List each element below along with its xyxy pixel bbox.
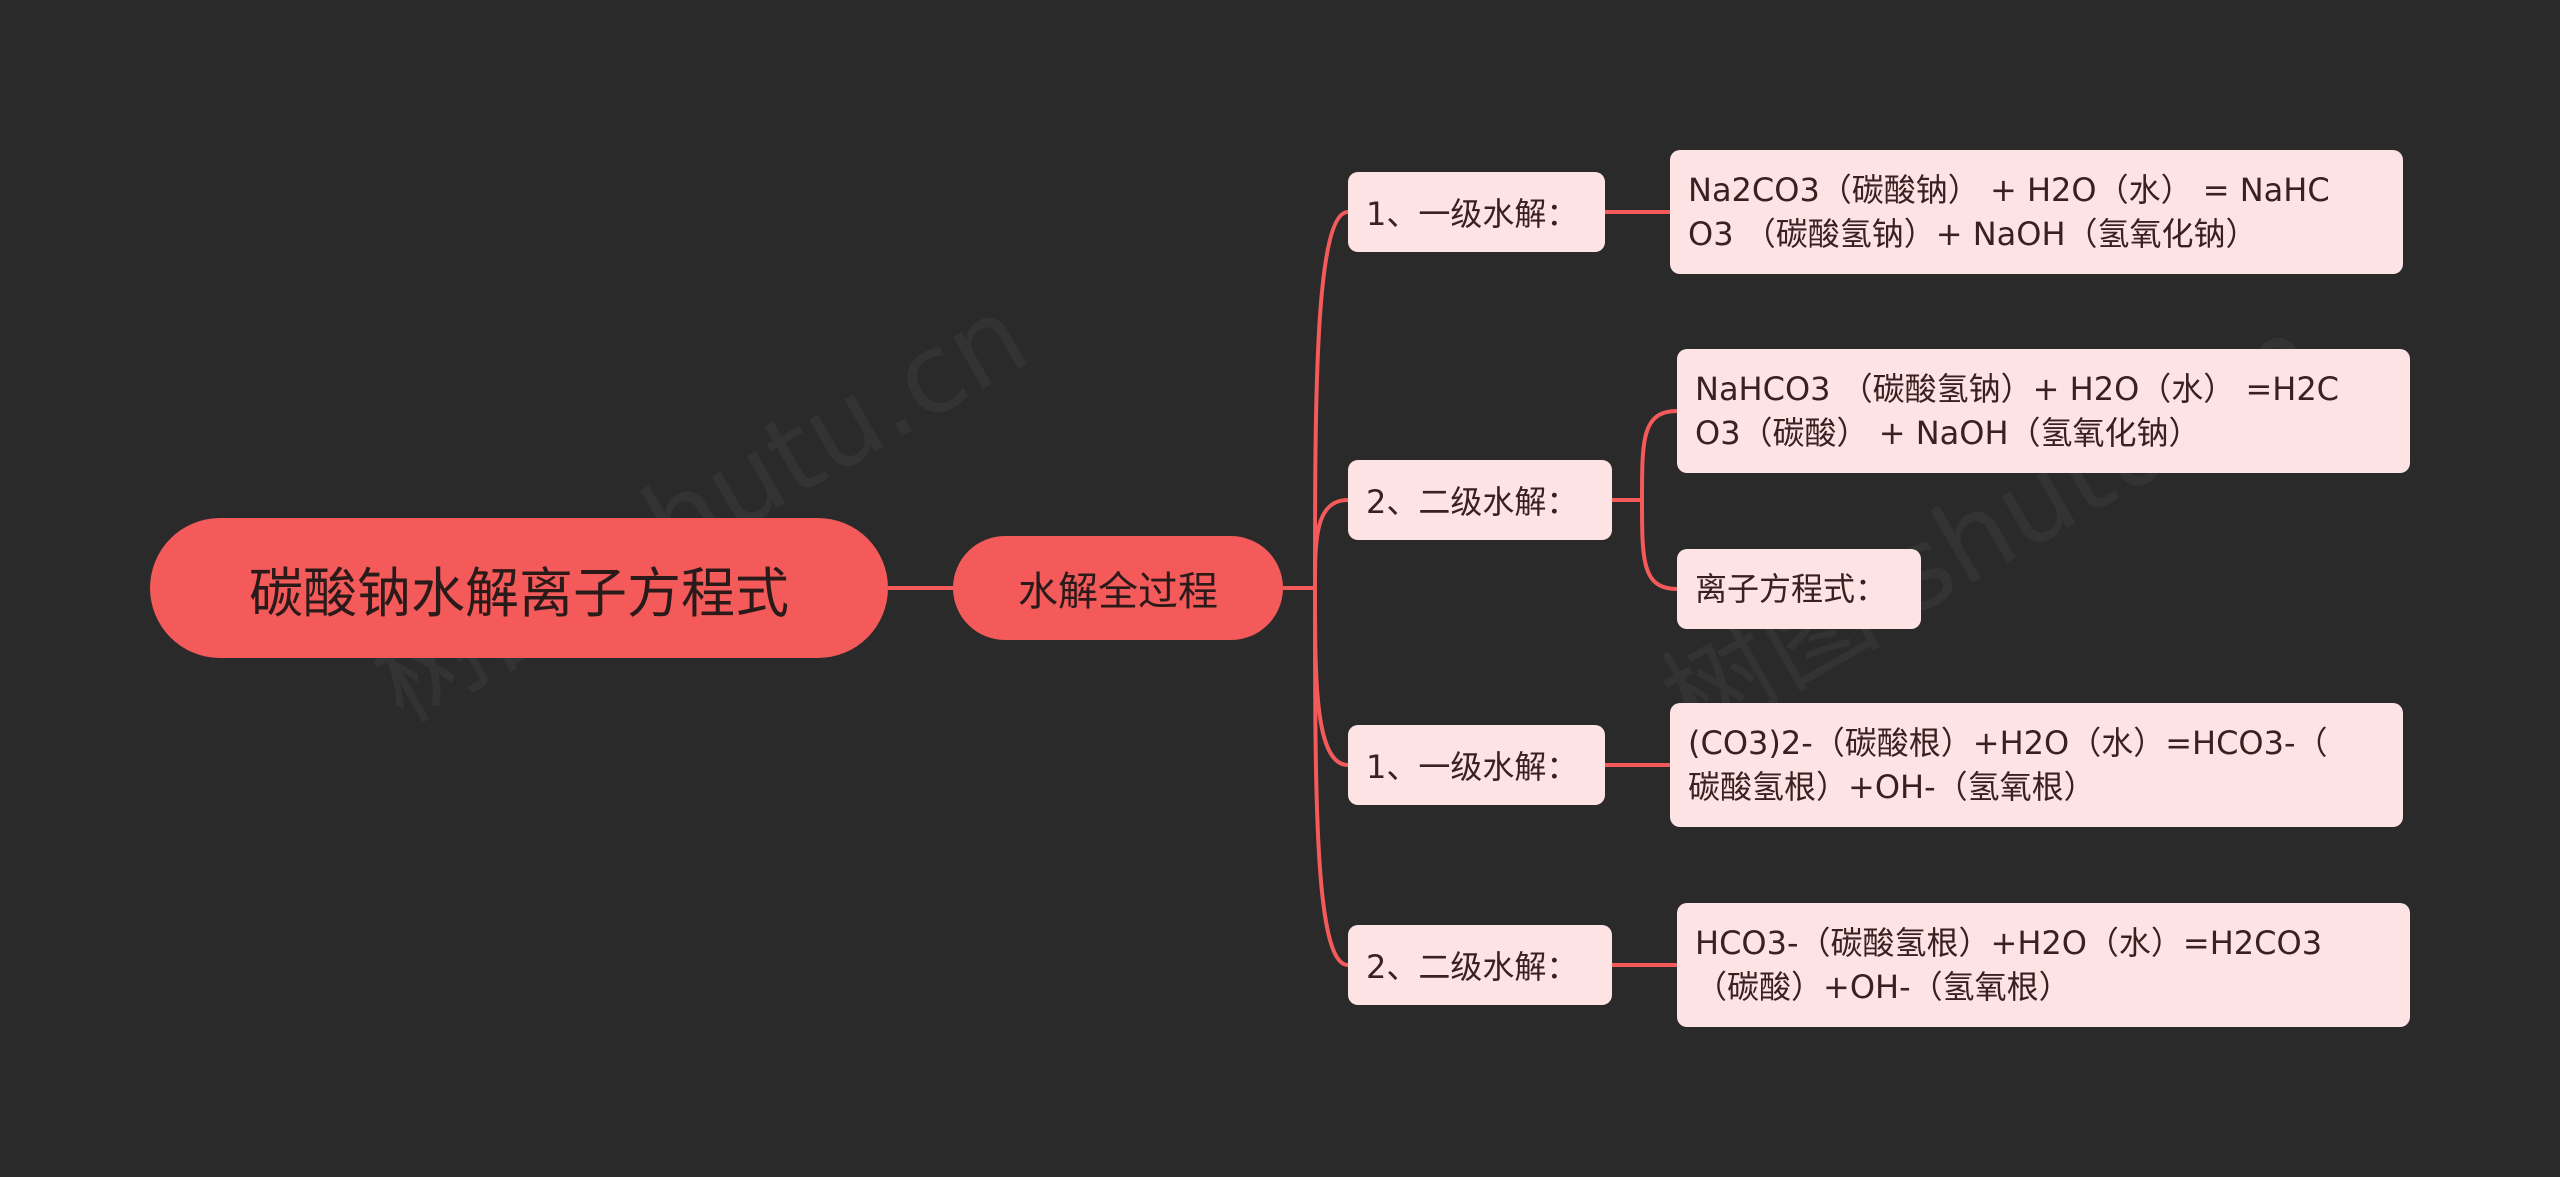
leaf-node[interactable]: 离子方程式： — [1677, 549, 1921, 629]
leaf-line: Na2CO3（碳酸钠） + H2O（水） = NaHC — [1688, 171, 2330, 209]
leaf-node[interactable]: (CO3)2-（碳酸根）+H2O（水）=HCO3-（ 碳酸氢根）+OH-（氢氧根… — [1670, 703, 2403, 827]
branch-label: 1、一级水解： — [1366, 195, 1579, 233]
link-trunk-b3 — [1313, 587, 1349, 767]
link-b2-leaf1 — [1612, 409, 1678, 502]
branch-node[interactable]: 1、一级水解： — [1348, 172, 1605, 252]
link-trunk-b4 — [1313, 587, 1349, 967]
branch-label: 1、一级水解： — [1366, 748, 1579, 786]
link-trunk-b2 — [1313, 498, 1349, 589]
link-trunk-b1 — [1313, 210, 1349, 589]
center-node[interactable]: 水解全过程 — [953, 536, 1283, 640]
leaf-node[interactable]: Na2CO3（碳酸钠） + H2O（水） = NaHC O3 （碳酸氢钠）+ N… — [1670, 150, 2403, 274]
leaf-node[interactable]: NaHCO3 （碳酸氢钠）+ H2O（水） =H2C O3（碳酸） + NaOH… — [1677, 349, 2410, 473]
root-label: 碳酸钠水解离子方程式 — [249, 561, 789, 625]
leaf-line: NaHCO3 （碳酸氢钠）+ H2O（水） =H2C — [1695, 370, 2340, 408]
branch-node[interactable]: 1、一级水解： — [1348, 725, 1605, 805]
branch-label: 2、二级水解： — [1366, 948, 1579, 986]
leaf-line: （碳酸）+OH-（氢氧根） — [1695, 968, 2071, 1006]
link-b2-leaf2 — [1640, 499, 1678, 591]
leaf-line: O3（碳酸） + NaOH（氢氧化钠） — [1695, 414, 2201, 452]
leaf-line: 离子方程式： — [1695, 570, 1888, 608]
branch-label: 2、二级水解： — [1366, 483, 1579, 521]
leaf-line: HCO3-（碳酸氢根）+H2O（水）=H2CO3 — [1695, 924, 2323, 962]
leaf-line: O3 （碳酸氢钠）+ NaOH（氢氧化钠） — [1688, 215, 2258, 253]
leaf-line: (CO3)2-（碳酸根）+H2O（水）=HCO3-（ — [1688, 724, 2328, 762]
leaf-line: 碳酸氢根）+OH-（氢氧根） — [1688, 768, 2096, 806]
branch-node[interactable]: 2、二级水解： — [1348, 925, 1612, 1005]
center-label: 水解全过程 — [1018, 569, 1218, 615]
branch-node[interactable]: 2、二级水解： — [1348, 460, 1612, 540]
root-node[interactable]: 碳酸钠水解离子方程式 — [150, 518, 888, 658]
leaf-node[interactable]: HCO3-（碳酸氢根）+H2O（水）=H2CO3 （碳酸）+OH-（氢氧根） — [1677, 903, 2410, 1027]
